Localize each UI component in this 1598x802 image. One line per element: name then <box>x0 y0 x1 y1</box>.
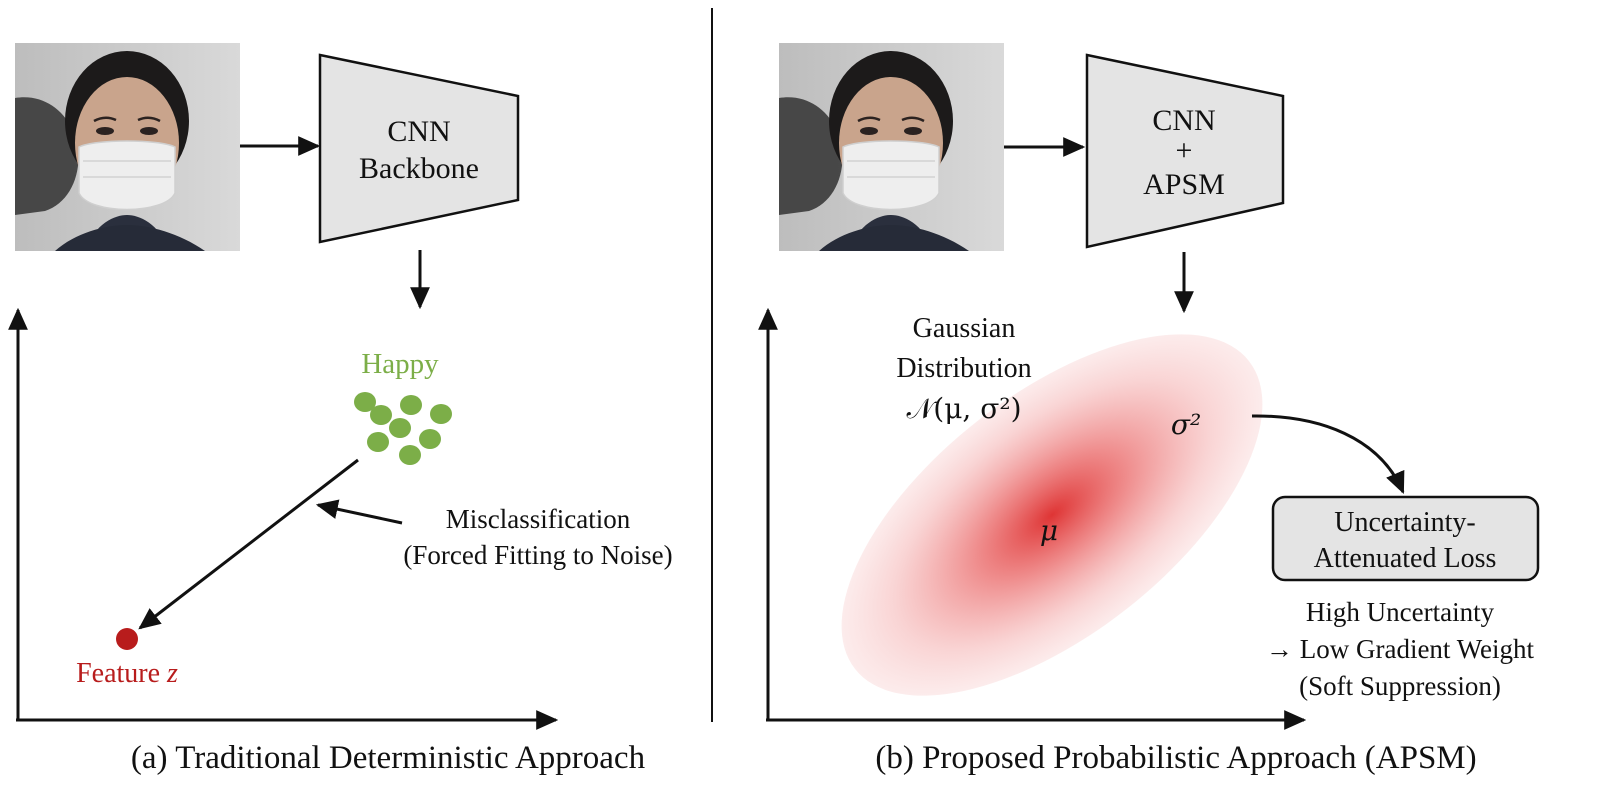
uncertainty-loss-box <box>1271 495 1540 582</box>
cluster-point <box>354 392 376 412</box>
cluster-point <box>367 432 389 452</box>
cluster-point <box>400 395 422 415</box>
panel-a: CNN Backbone Happy Misclassification (Fo… <box>8 41 673 776</box>
model-label-line1: CNN <box>1152 104 1215 137</box>
panel-b: CNN + APSM Gaussian Distribution 𝒩(μ, σ²… <box>758 41 1540 776</box>
face-image-a <box>13 41 242 253</box>
distribution-label-line2: Distribution <box>896 353 1031 384</box>
backbone-label-line2: Backbone <box>359 152 479 185</box>
cluster-point <box>419 429 441 449</box>
cluster-point <box>399 445 421 465</box>
caption-a: (a) Traditional Deterministic Approach <box>131 740 646 776</box>
cluster-point <box>389 418 411 438</box>
distribution-formula: 𝒩(μ, σ²) <box>906 392 1021 425</box>
note-line3: (Soft Suppression) <box>1299 671 1501 701</box>
distribution-label-line1: Gaussian <box>913 313 1016 344</box>
happy-cluster <box>354 392 452 465</box>
face-image-b <box>777 41 1006 253</box>
feature-label: Feature z <box>76 658 178 689</box>
backbone-label-line1: CNN <box>387 115 450 148</box>
mu-label: μ <box>1040 514 1058 547</box>
feature-label-var: z <box>166 658 178 689</box>
loss-label-line2: Attenuated Loss <box>1314 543 1497 574</box>
cnn-backbone-block <box>318 53 520 244</box>
sigma-label: σ² <box>1171 408 1201 441</box>
caption-b: (b) Proposed Probabilistic Approach (APS… <box>875 740 1476 776</box>
arrow-misclass-pointer <box>315 499 403 525</box>
note-line1: High Uncertainty <box>1306 597 1495 627</box>
note-line2: → Low Gradient Weight <box>1266 634 1535 664</box>
misclassification-label-line1: Misclassification <box>446 504 631 534</box>
arrow-cluster-to-feature <box>138 458 359 630</box>
misclassification-label-line2: (Forced Fitting to Noise) <box>403 540 672 570</box>
model-label-line3: APSM <box>1143 168 1225 201</box>
loss-label-line1: Uncertainty- <box>1334 507 1476 538</box>
feature-label-text: Feature <box>76 658 167 689</box>
happy-cluster-label: Happy <box>361 348 439 380</box>
arrow-sigma-to-loss <box>1251 414 1405 495</box>
feature-point <box>116 628 138 650</box>
cluster-point <box>430 404 452 424</box>
cnn-apsm-block <box>1085 53 1285 249</box>
model-label-line2: + <box>1176 134 1193 167</box>
cluster-point <box>370 405 392 425</box>
gaussian-distribution <box>841 334 1263 696</box>
